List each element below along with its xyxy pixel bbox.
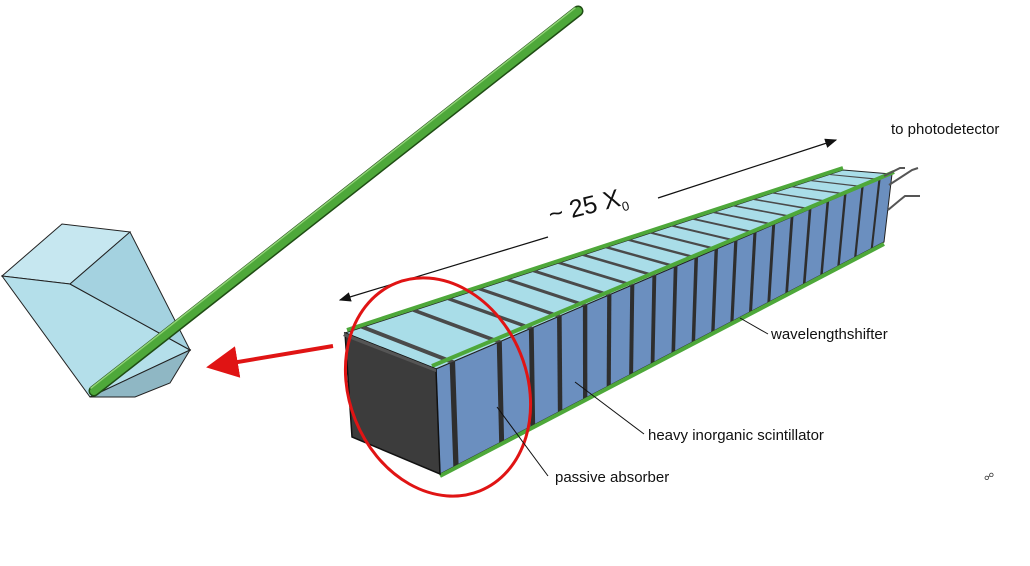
absorber-band-top — [828, 174, 881, 180]
absorber-band-top — [477, 288, 562, 318]
absorber-band — [711, 248, 719, 333]
highlight-ellipse — [343, 276, 533, 498]
absorber-band — [449, 360, 459, 468]
leader-abs — [496, 406, 549, 477]
absorber-band-top — [505, 278, 588, 307]
absorber-band — [629, 284, 635, 376]
fiber-ends — [883, 167, 920, 211]
absorber-band-top — [809, 180, 864, 188]
scintillator-label: heavy inorganic scintillator — [648, 427, 824, 444]
absorber-band-top — [411, 309, 502, 344]
absorber-band — [557, 315, 563, 413]
absorber-label: passive absorber — [555, 469, 670, 486]
absorber-band — [606, 293, 612, 387]
crystal-element — [0, 223, 192, 398]
absorber-band — [767, 223, 776, 303]
fiber-rod — [88, 5, 584, 397]
absorber-band-top — [581, 254, 657, 277]
absorber-band-top — [557, 262, 635, 286]
absorber-band-top — [627, 239, 699, 259]
absorber-band-top — [732, 205, 794, 218]
length-arrow — [338, 236, 549, 302]
absorber-band-top — [604, 246, 678, 268]
absorber-band-top — [531, 270, 612, 296]
small-mark: ☍ — [984, 472, 994, 483]
absorber-band-top — [712, 211, 776, 226]
absorber-band — [582, 304, 588, 400]
absorber-edge — [343, 333, 436, 372]
absorber-band — [802, 208, 812, 285]
photodetector-label: to photodetector — [891, 121, 1000, 138]
absorber-band — [730, 240, 738, 323]
absorber-band-top — [691, 218, 757, 234]
leader-scint — [574, 381, 645, 435]
absorber-band-top — [670, 225, 738, 242]
absorber-band-top — [649, 232, 719, 250]
absorber-band — [749, 231, 757, 313]
absorber-band — [870, 178, 881, 249]
absorber-band-top — [446, 298, 534, 330]
calorimeter-module — [343, 166, 920, 478]
wls-fiber-bottom — [439, 242, 885, 478]
absorber-band — [650, 274, 657, 364]
length-arrow-right — [657, 138, 838, 199]
wls-fiber-top — [346, 166, 844, 332]
absorber-band — [691, 256, 699, 343]
absorber-band — [837, 193, 847, 267]
crystal-front-face — [89, 348, 192, 398]
absorber-band — [854, 186, 864, 258]
absorber-band — [496, 340, 505, 444]
absorber-band-top — [752, 198, 812, 210]
wavelengthshifter-label: wavelengthshifter — [771, 326, 888, 343]
absorber-band-top — [359, 326, 456, 364]
absorber-band-top — [790, 186, 847, 195]
absorber-band-top — [771, 192, 830, 203]
leader-wls — [739, 317, 769, 335]
absorber-band — [820, 200, 830, 276]
absorber-band — [785, 216, 794, 294]
absorber-band — [671, 265, 678, 354]
crystal-end-face — [69, 231, 192, 352]
red-arrow — [206, 344, 334, 378]
